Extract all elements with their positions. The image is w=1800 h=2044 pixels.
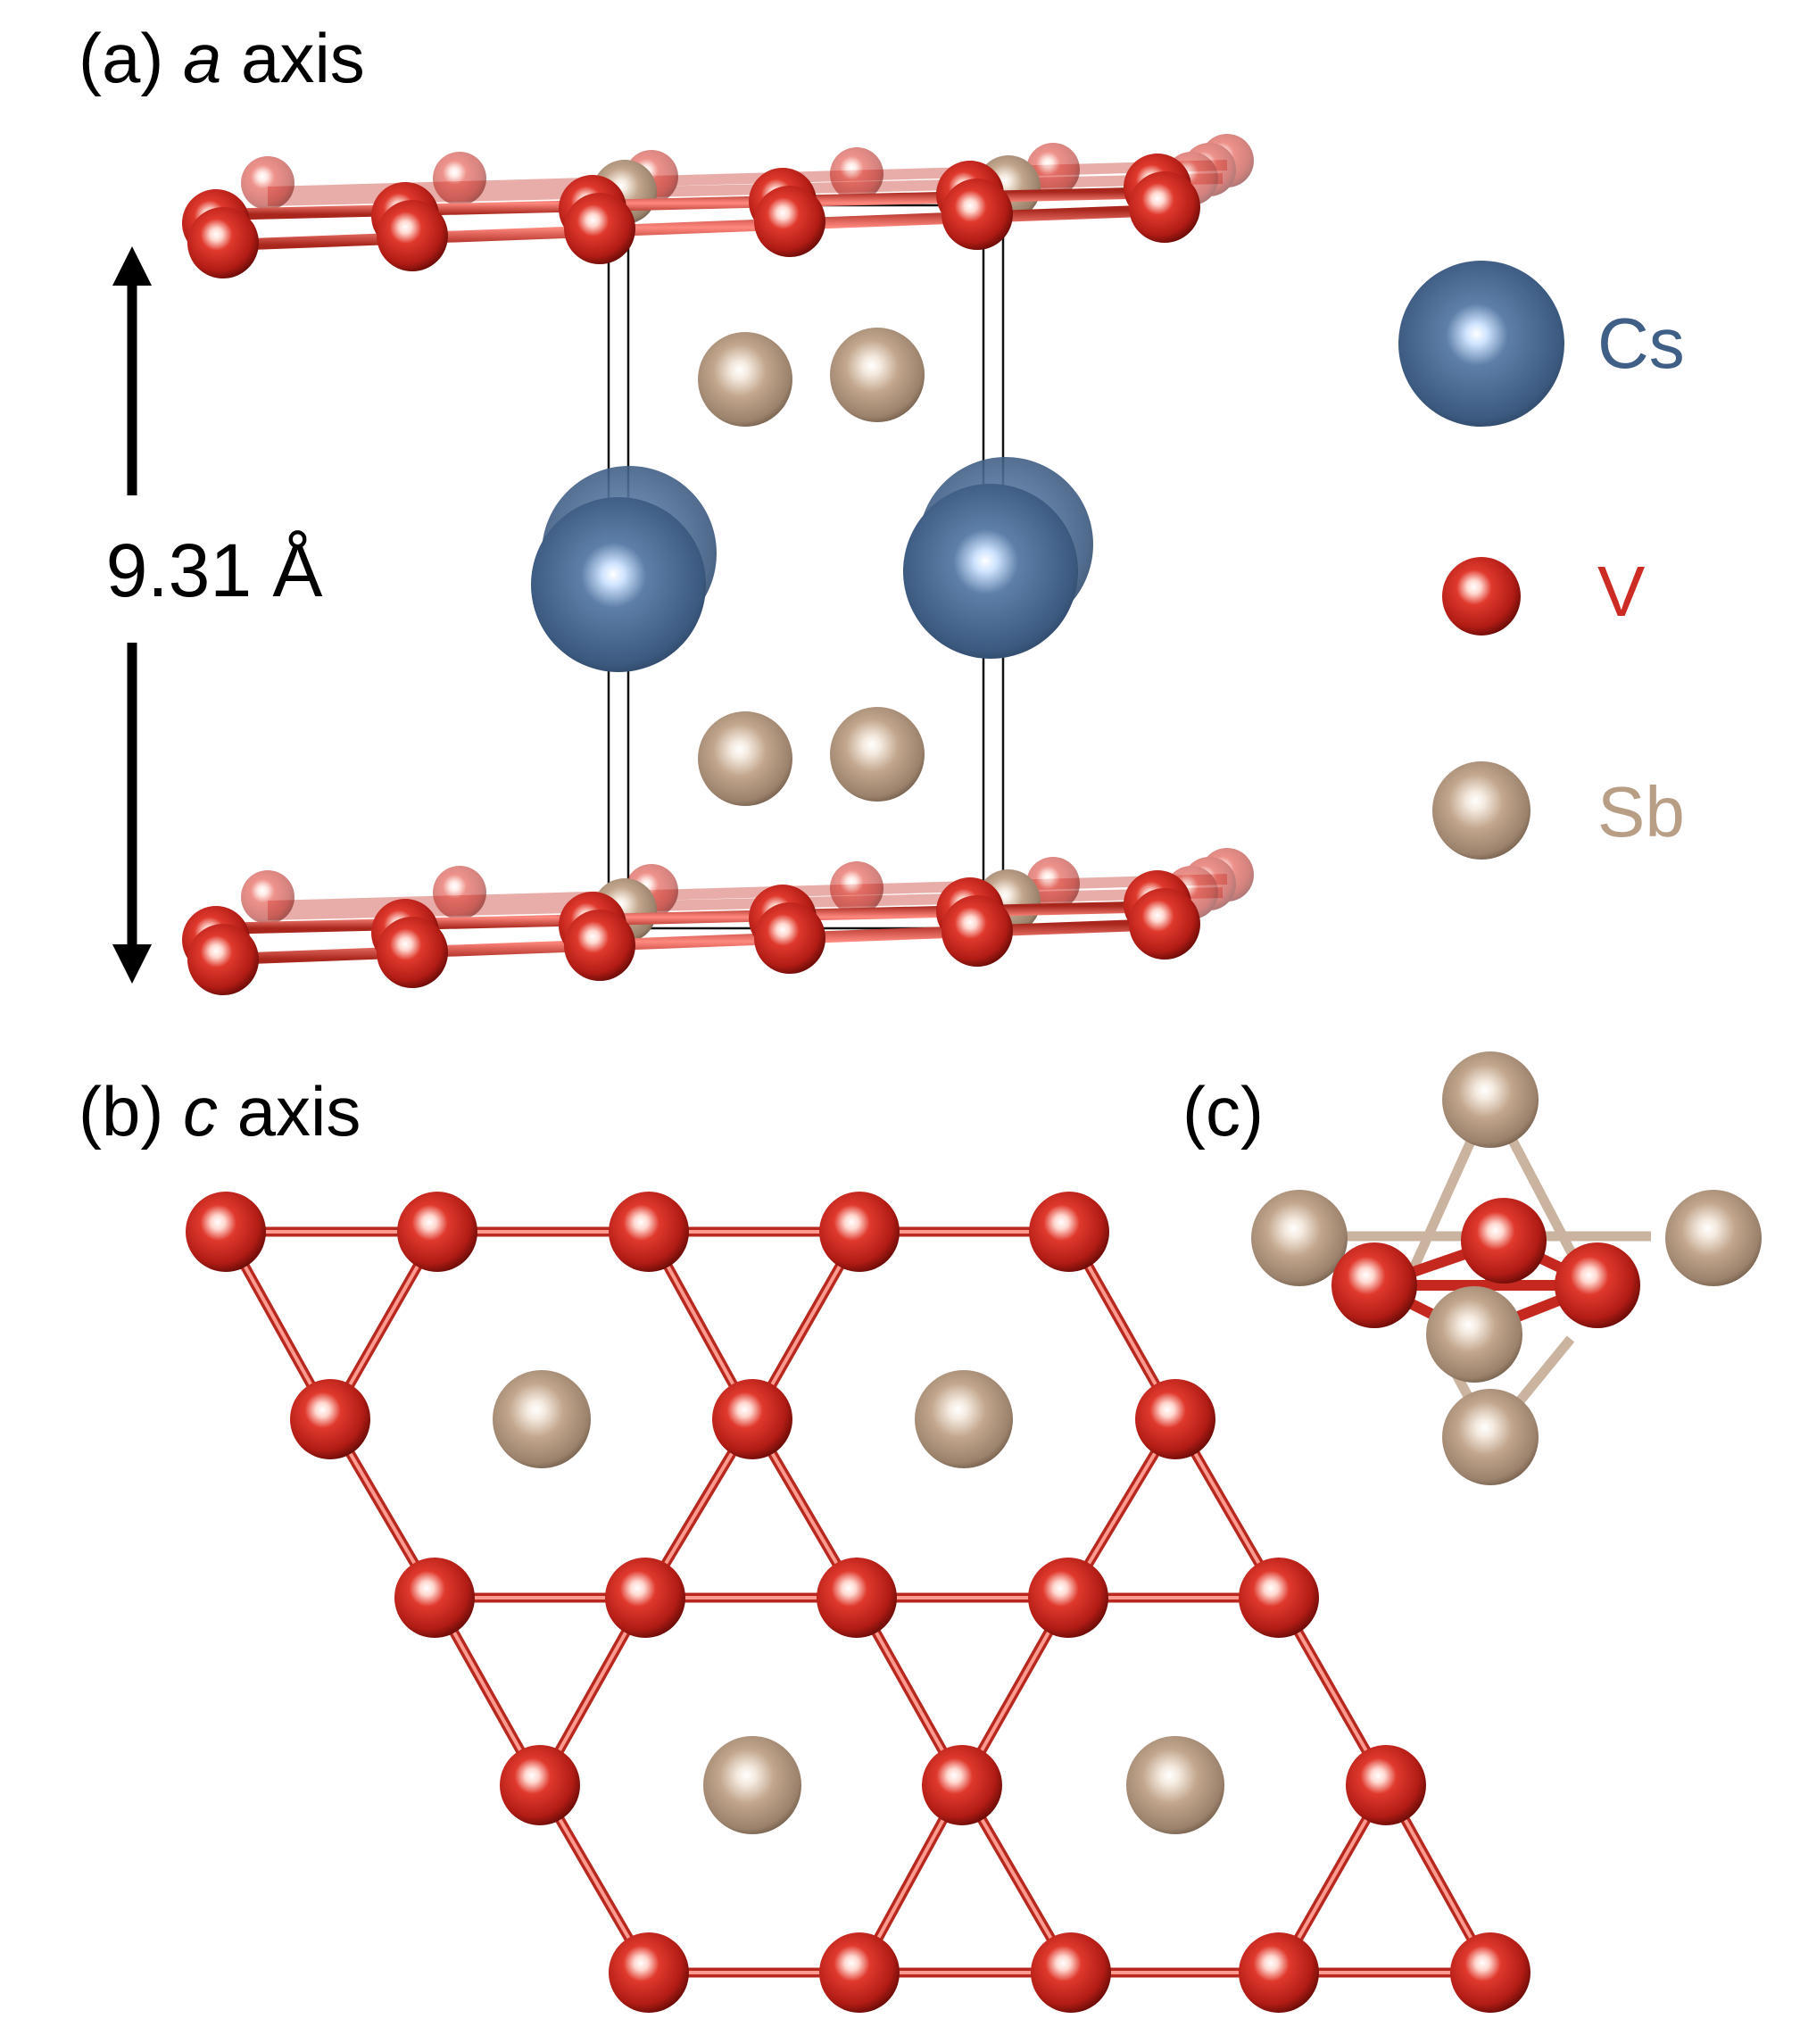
oct-sb-front (1426, 1286, 1522, 1383)
v-atom (1239, 1558, 1319, 1638)
v-atom (1129, 888, 1200, 960)
top-layer-front-atoms (182, 154, 1200, 278)
v-atom (1028, 1558, 1108, 1638)
v-atom (1129, 171, 1200, 243)
oct-sb-top (1442, 1051, 1539, 1148)
panel-c-title: (c) (1182, 1072, 1264, 1151)
v-atom (819, 1932, 900, 2013)
v-atom (187, 207, 259, 278)
dimension-arrow: 9.31 Å (106, 246, 323, 984)
v-atom (290, 1379, 370, 1459)
v-atom (817, 1558, 897, 1638)
v-atom (1029, 1192, 1109, 1272)
oct-v-left (1331, 1242, 1417, 1328)
sb-atoms-cell (698, 328, 925, 806)
v-atom (712, 1379, 792, 1459)
v-atom (754, 902, 825, 974)
bottom-layer-back-atoms (241, 848, 1254, 924)
legend-item-v: V (1442, 552, 1646, 636)
legend-sb-label: Sb (1597, 772, 1685, 852)
cs-atoms (531, 457, 1093, 672)
panel-b-title: (b) c axis (79, 1072, 361, 1151)
panel-c-octahedron: (c) (1182, 1051, 1762, 1485)
v-atom (1031, 1932, 1111, 2013)
oct-sb-right (1665, 1190, 1762, 1286)
element-legend: Cs V Sb (1398, 261, 1685, 860)
v-atom (186, 1192, 266, 1272)
vanadium-layer-top (182, 134, 1254, 278)
v-atom (754, 186, 825, 257)
v-atom (1346, 1745, 1426, 1825)
legend-item-cs: Cs (1398, 261, 1685, 427)
v-atom (609, 1192, 689, 1272)
v-atom (941, 179, 1013, 250)
kagome-v-atoms (186, 1192, 1530, 2013)
v-atom (500, 1745, 580, 1825)
v-atom (397, 1192, 477, 1272)
oct-sb-left (1251, 1190, 1348, 1286)
oct-v-right (1555, 1242, 1640, 1328)
v-atom (394, 1558, 475, 1638)
v-atom (609, 1932, 689, 2013)
sb-atom (915, 1370, 1013, 1468)
v-atom (1450, 1932, 1530, 2013)
kagome-sb-atoms (493, 1370, 1224, 1834)
v-atom (605, 1558, 685, 1638)
v-atom (187, 924, 259, 995)
sb-atom (703, 1736, 801, 1834)
legend-cs-label: Cs (1597, 303, 1685, 383)
sb-atom (493, 1370, 591, 1468)
vanadium-layer-bottom (182, 848, 1254, 995)
legend-item-sb: Sb (1432, 761, 1685, 860)
bottom-layer-front-atoms (182, 870, 1200, 995)
v-atom (1135, 1379, 1215, 1459)
legend-sb-sphere (1432, 761, 1530, 860)
v-atom (377, 917, 448, 988)
oct-v-back (1461, 1198, 1547, 1284)
sb-atom (1126, 1736, 1224, 1834)
oct-sb-bottom (1442, 1389, 1539, 1485)
legend-v-label: V (1597, 552, 1646, 631)
v-atom (564, 910, 635, 981)
panel-b-c-axis-view: (b) c axis (79, 1072, 1530, 2013)
v-atom (377, 200, 448, 271)
v-atom (564, 193, 635, 264)
v-atom (819, 1192, 900, 1272)
legend-cs-sphere (1398, 261, 1564, 427)
v-atom (922, 1745, 1002, 1825)
panel-a-title: (a) a axis (79, 19, 365, 97)
legend-v-sphere (1442, 557, 1521, 636)
dimension-label: 9.31 Å (106, 528, 323, 612)
panel-a-a-axis-view: (a) a axis (79, 19, 1254, 995)
v-atom (1239, 1932, 1319, 2013)
v-atom (941, 895, 1013, 967)
